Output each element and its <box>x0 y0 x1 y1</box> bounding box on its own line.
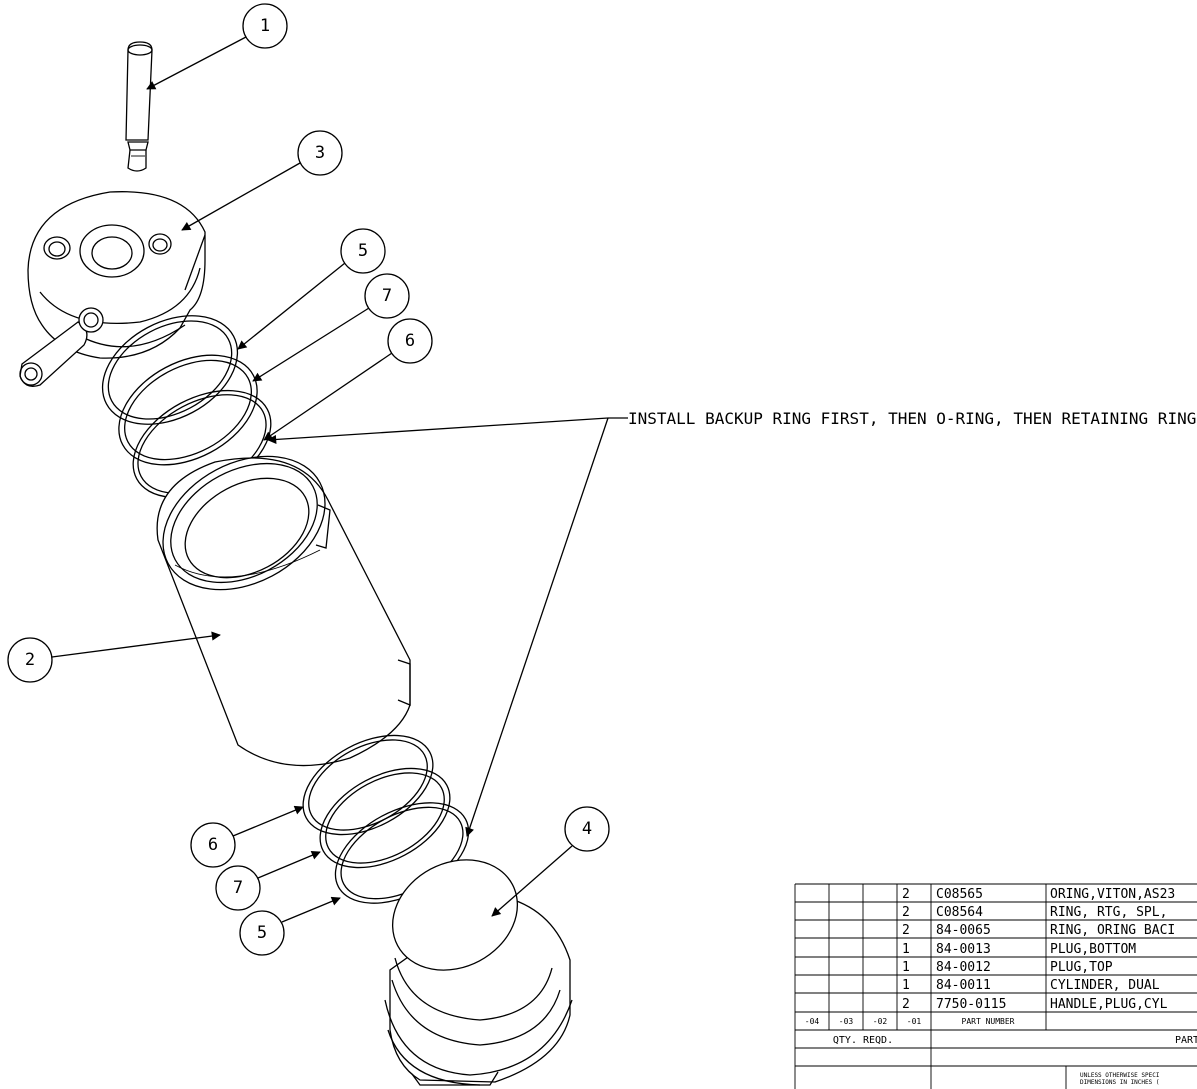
svg-text:7: 7 <box>233 878 243 898</box>
bom-part-number: 84-0012 <box>936 960 991 975</box>
part-number-header: PART NUMBER <box>962 1017 1015 1026</box>
bom-description: RING, ORING BACI <box>1050 923 1175 938</box>
callout-7-top: 7 <box>252 273 410 382</box>
svg-text:6: 6 <box>405 331 415 351</box>
callout-6-bottom: 6 <box>190 805 304 868</box>
bom-description: HANDLE,PLUG,CYL <box>1050 997 1168 1012</box>
dash-header: -04 <box>805 1017 820 1026</box>
dash-header: -03 <box>839 1017 854 1026</box>
callout-5-top: 5 <box>237 228 386 350</box>
svg-text:5: 5 <box>358 241 368 261</box>
bom-qty: 1 <box>902 942 910 957</box>
part-bottom-rings <box>302 734 470 904</box>
dash-header: -01 <box>907 1017 922 1026</box>
callout-7-bottom: 7 <box>215 850 321 911</box>
bom-description: CYLINDER, DUAL <box>1050 978 1160 993</box>
svg-text:6: 6 <box>208 835 218 855</box>
bom-part-number: 84-0065 <box>936 923 991 938</box>
bom-table: 2 C08565 ORING,VITON,AS23 2 C08564 RING,… <box>794 883 1197 1089</box>
install-note: INSTALL BACKUP RING FIRST, THEN O-RING, … <box>267 409 1196 837</box>
part-cylinder <box>156 455 411 767</box>
bom-description: RING, RTG, SPL, <box>1050 905 1167 920</box>
callout-3: 3 <box>181 130 343 231</box>
footnote-line-2: DIMENSIONS IN INCHES ( <box>1080 1079 1159 1086</box>
bom-qty: 2 <box>902 923 910 938</box>
callout-5-bottom: 5 <box>239 896 341 956</box>
bom-part-number: 84-0013 <box>936 942 991 957</box>
bom-qty: 1 <box>902 978 910 993</box>
callout-6-top: 6 <box>263 318 433 441</box>
bom-description: PLUG,BOTTOM <box>1050 942 1136 957</box>
bom-qty: 1 <box>902 960 910 975</box>
part-handle-pin <box>125 41 153 172</box>
parts-header: PART <box>1175 1035 1197 1046</box>
callout-1: 1 <box>146 3 288 90</box>
bom-qty: 2 <box>902 887 910 902</box>
svg-text:3: 3 <box>315 143 325 163</box>
svg-text:5: 5 <box>257 923 267 943</box>
qty-header: QTY. REQD. <box>833 1035 893 1046</box>
part-bottom-plug <box>384 859 573 1086</box>
install-note-text: INSTALL BACKUP RING FIRST, THEN O-RING, … <box>628 409 1196 428</box>
svg-text:4: 4 <box>582 819 592 839</box>
bom-part-number: C08565 <box>936 887 983 902</box>
svg-text:2: 2 <box>25 650 35 670</box>
dash-header: -02 <box>873 1017 888 1026</box>
bom-qty: 2 <box>902 997 910 1012</box>
callout-2: 2 <box>7 631 221 683</box>
bom-qty: 2 <box>902 905 910 920</box>
footnote-line-1: UNLESS OTHERWISE SPECI <box>1080 1072 1160 1079</box>
bom-part-number: 84-0011 <box>936 978 991 993</box>
svg-text:7: 7 <box>382 286 392 306</box>
part-top-plug <box>19 191 206 387</box>
bom-description: PLUG,TOP <box>1050 960 1113 975</box>
svg-text:1: 1 <box>260 16 270 36</box>
bom-part-number: C08564 <box>936 905 983 920</box>
bom-description: ORING,VITON,AS23 <box>1050 887 1175 902</box>
callout-4: 4 <box>491 806 610 917</box>
bom-part-number: 7750-0115 <box>936 997 1006 1012</box>
